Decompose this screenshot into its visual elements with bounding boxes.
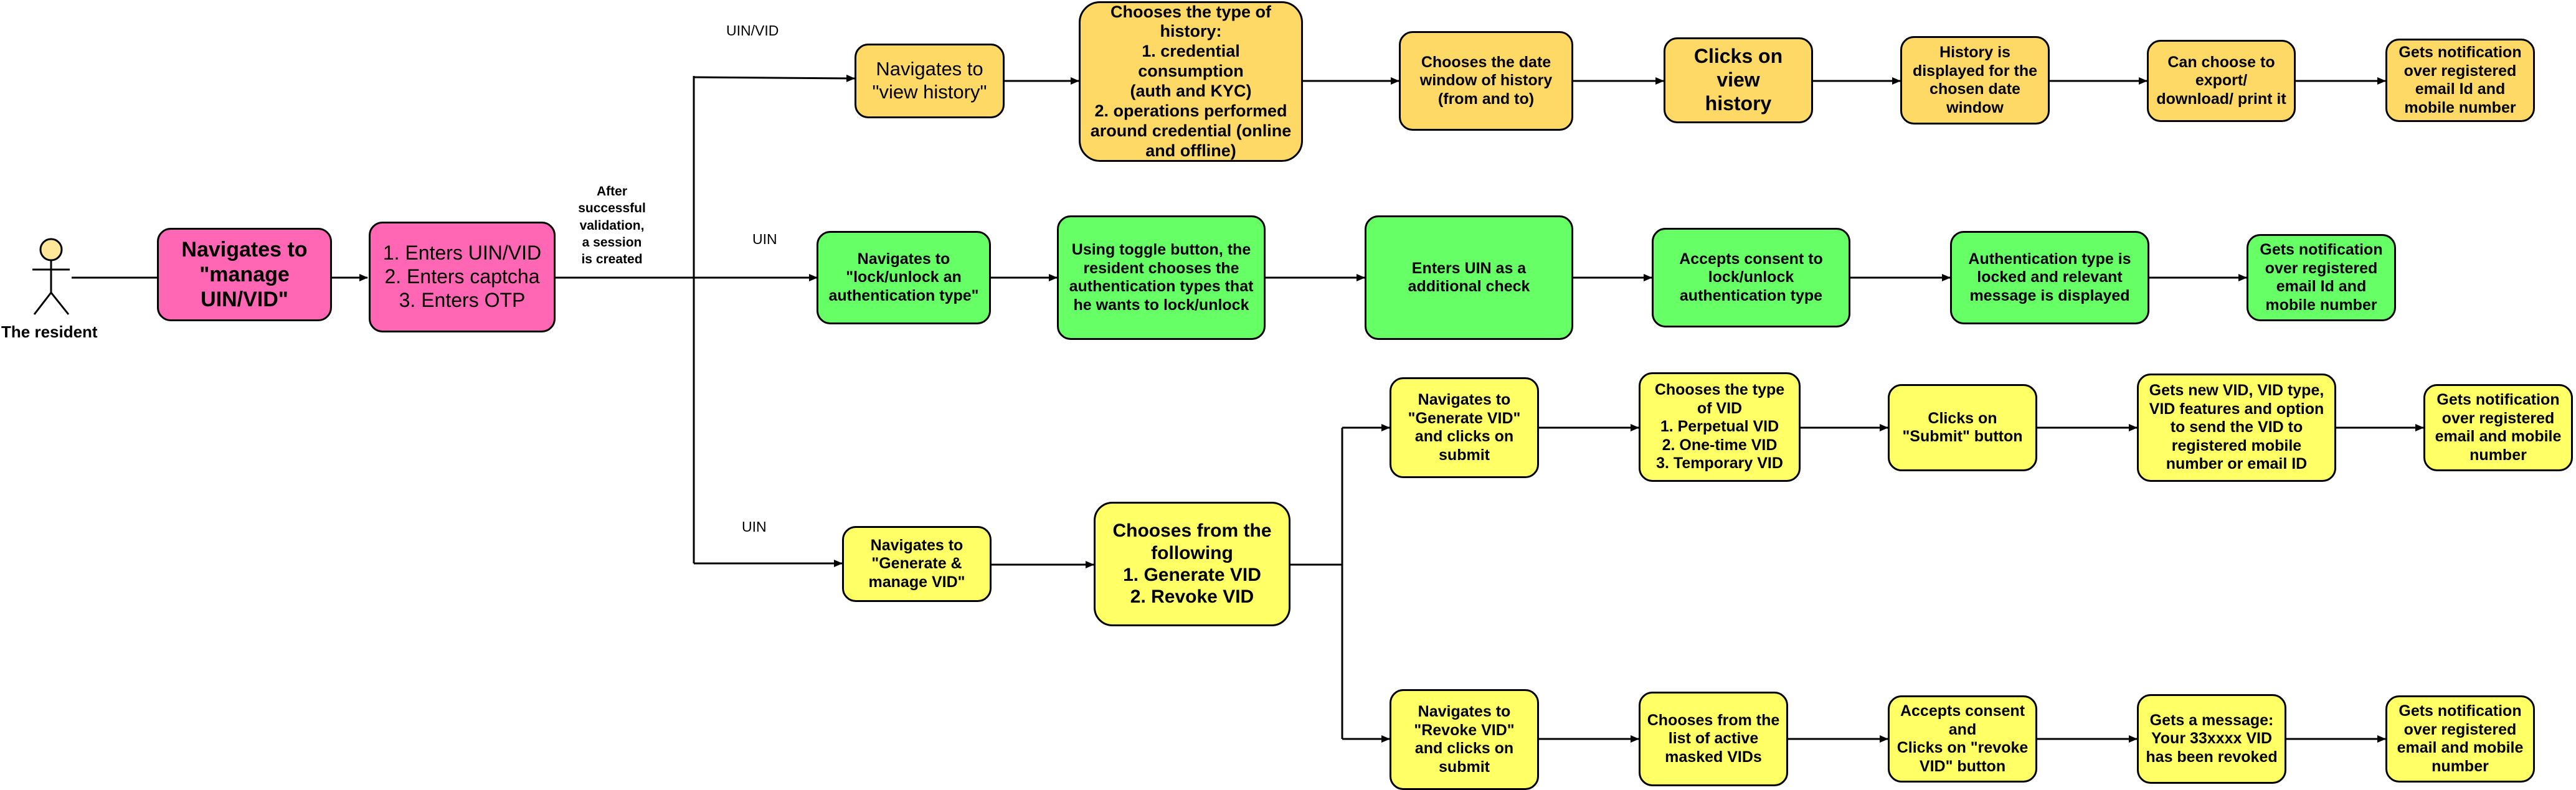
revoke-vid-navigate-step: Navigates to "Revoke VID" and clicks on …	[1390, 689, 1539, 790]
actor-figure	[32, 238, 70, 315]
view-history-step: Navigates to "view history"	[855, 44, 1005, 118]
new-vid-step: Gets new VID, VID type, VID features and…	[2137, 374, 2336, 482]
enter-uin-check-step: Enters UIN as a additional check	[1365, 215, 1573, 340]
vid-revoked-message-step: Gets a message: Your 33xxxx VID has been…	[2137, 694, 2286, 784]
generate-submit-step: Clicks on "Submit" button	[1888, 384, 2037, 471]
connector	[693, 74, 855, 82]
choose-masked-vid-step: Chooses from the list of active masked V…	[1639, 692, 1788, 786]
lock-consent-step: Accepts consent to lock/unlock authentic…	[1652, 228, 1850, 327]
history-displayed-step: History is displayed for the chosen date…	[1900, 36, 2050, 125]
navigate-manage-uin-vid-box: Navigates to "manage UIN/VID"	[157, 228, 332, 321]
vid-type-step: Chooses the type of VID 1. Perpetual VID…	[1639, 372, 1801, 482]
history-notification-step: Gets notification over registered email …	[2385, 39, 2535, 122]
lock-result-step: Authentication type is locked and releva…	[1950, 231, 2149, 324]
lock-notification-step: Gets notification over registered email …	[2247, 234, 2396, 321]
actor-label: The resident	[1, 322, 98, 341]
lock-navigate-step: Navigates to "lock/unlock an authenticat…	[817, 231, 991, 324]
vid-navigate-step: Navigates to "Generate & manage VID"	[842, 526, 992, 602]
history-date-window-step: Chooses the date window of history (from…	[1399, 31, 1573, 131]
lock-branch-label: UIN	[752, 231, 777, 247]
generate-vid-navigate-step: Navigates to "Generate VID" and clicks o…	[1390, 377, 1539, 478]
lock-toggle-step: Using toggle button, the resident choose…	[1057, 215, 1266, 340]
generate-notification-step: Gets notification over registered email …	[2423, 384, 2573, 471]
click-view-history-step: Clicks on view history	[1664, 37, 1813, 123]
vid-choose-step: Chooses from the following 1. Generate V…	[1094, 502, 1290, 626]
history-type-step: Chooses the type of history: 1. credenti…	[1079, 1, 1303, 162]
revoke-notification-step: Gets notification over registered email …	[2385, 695, 2535, 783]
login-steps-box: 1. Enters UIN/VID 2. Enters captcha 3. E…	[369, 222, 556, 332]
vid-branch-label: UIN	[742, 519, 767, 535]
revoke-consent-step: Accepts consent and Clicks on "revoke VI…	[1888, 695, 2037, 783]
session-note: After successful validation, a session i…	[578, 184, 646, 267]
history-export-step: Can choose to export/ download/ print it	[2147, 40, 2296, 122]
history-branch-label: UIN/VID	[726, 22, 779, 39]
